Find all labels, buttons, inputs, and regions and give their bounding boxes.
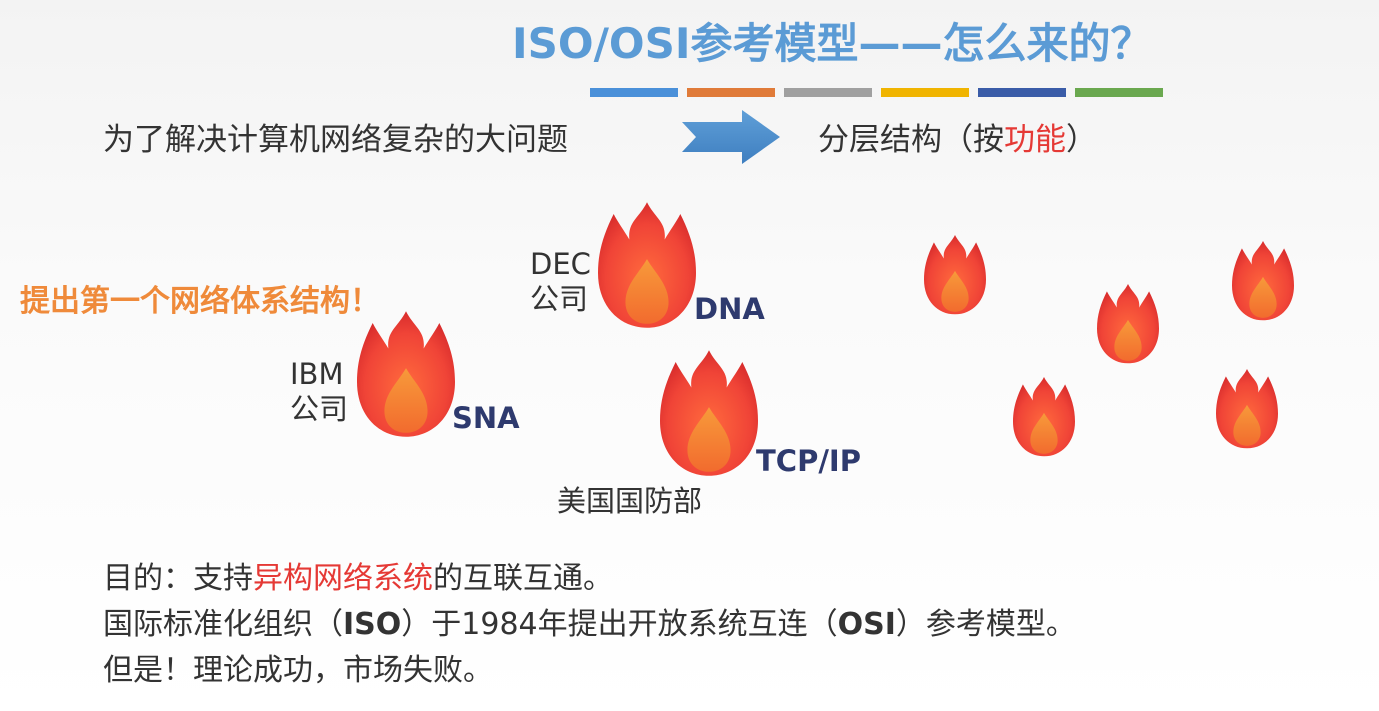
iso-line: 国际标准化组织（ISO）于1984年提出开放系统互连（OSI）参考模型。 bbox=[103, 602, 1076, 648]
dec-org-label: DEC 公司 bbox=[530, 247, 591, 317]
iso-line-part-c: ）参考模型。 bbox=[895, 607, 1076, 642]
solution-prefix: 分层结构（按 bbox=[818, 122, 1004, 158]
purpose-highlight: 异构网络系统 bbox=[253, 561, 433, 596]
solution-statement: 分层结构（按功能） bbox=[818, 114, 1097, 159]
purpose-prefix: 目的：支持 bbox=[103, 561, 253, 596]
dec-org-name: DEC bbox=[530, 247, 591, 281]
fire-icon bbox=[660, 350, 758, 476]
osi-acronym: OSI bbox=[837, 607, 896, 642]
ibm-org-name: IBM bbox=[290, 357, 344, 391]
color-bar bbox=[881, 88, 969, 97]
outcome-line: 但是！理论成功，市场失败。 bbox=[103, 653, 493, 688]
dod-org-label: 美国国防部 bbox=[557, 484, 703, 518]
iso-line-part-a: 国际标准化组织（ bbox=[103, 607, 343, 642]
conclusion-block: 目的：支持异构网络系统的互联互通。 国际标准化组织（ISO）于1984年提出开放… bbox=[103, 556, 1076, 694]
fire-icon bbox=[1232, 240, 1294, 321]
ibm-org-suffix: 公司 bbox=[290, 392, 349, 426]
color-bar bbox=[784, 88, 872, 97]
dna-protocol-label: DNA bbox=[694, 292, 765, 326]
iso-line-part-b: ）于1984年提出开放系统互连（ bbox=[401, 607, 838, 642]
fire-icon bbox=[1013, 376, 1075, 457]
slide-title: ISO/OSI参考模型——怎么来的？ bbox=[512, 19, 1153, 68]
color-bar bbox=[1075, 88, 1163, 97]
dec-org-suffix: 公司 bbox=[530, 282, 589, 316]
solution-suffix: ） bbox=[1066, 122, 1097, 158]
fire-icon bbox=[1216, 368, 1278, 449]
solution-highlight: 功能 bbox=[1004, 122, 1066, 158]
ibm-org-label: IBM 公司 bbox=[290, 357, 348, 427]
color-bar-strip bbox=[590, 88, 1163, 97]
iso-acronym: ISO bbox=[343, 607, 402, 642]
fire-icon bbox=[924, 234, 986, 315]
right-arrow-icon bbox=[682, 110, 780, 164]
problem-statement: 为了解决计算机网络复杂的大问题 bbox=[103, 122, 568, 158]
sna-protocol-label: SNA bbox=[452, 401, 520, 435]
purpose-line: 目的：支持异构网络系统的互联互通。 bbox=[103, 556, 1076, 602]
tcpip-protocol-label: TCP/IP bbox=[756, 444, 861, 478]
color-bar bbox=[978, 88, 1066, 97]
purpose-suffix: 的互联互通。 bbox=[433, 561, 613, 596]
color-bar bbox=[687, 88, 775, 97]
fire-icon bbox=[357, 311, 455, 437]
color-bar bbox=[590, 88, 678, 97]
fire-icon bbox=[598, 202, 696, 328]
first-architecture-label: 提出第一个网络体系结构！ bbox=[20, 284, 380, 319]
fire-icon bbox=[1097, 283, 1159, 364]
